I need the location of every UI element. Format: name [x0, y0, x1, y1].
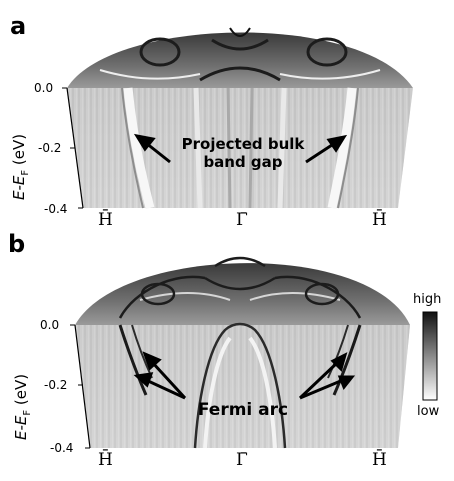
panel-a-annotation-line-1: Projected bulk — [181, 135, 305, 153]
colorbar — [422, 311, 438, 401]
panel-a-kpoint-left: H̄ — [98, 210, 113, 230]
panel-b-kpoint-center: Γ̄ — [236, 450, 248, 470]
panel-a-band-edges — [121, 87, 359, 210]
panel-a-annotation-line-2: band gap — [203, 153, 283, 171]
panel-b-tick-0: 0.0 — [40, 318, 60, 332]
panel-b-arrows — [133, 351, 356, 400]
panel-a-plot — [62, 27, 413, 210]
panel-b-y-axis — [74, 324, 91, 449]
panel-a-kpoint-center: Γ̄ — [236, 210, 248, 230]
panel-a-letter: a — [10, 12, 27, 40]
panel-b-y-label: E-EF (eV) — [12, 373, 33, 440]
panel-b-tick-1: -0.2 — [44, 378, 68, 392]
panel-b-dome-features — [118, 256, 362, 319]
panel-b-letter: b — [8, 230, 26, 258]
panel-b-annotation: Fermi arc — [197, 400, 289, 420]
colorbar-low-label: low — [417, 404, 440, 419]
panel-b-y-ticks — [70, 324, 90, 449]
panel-b-kpoint-right: H̄ — [372, 450, 387, 470]
colorbar-high-label: high — [413, 292, 442, 307]
panel-a-fermi-dome — [67, 32, 413, 88]
panel-b-plot — [70, 256, 410, 449]
panel-b-dispersions — [118, 322, 362, 449]
panel-a-annotation: Projected bulk band gap — [158, 135, 328, 171]
panel-a-arrows — [133, 133, 348, 164]
panel-a-tick-2: -0.4 — [44, 202, 68, 216]
panel-a-tick-0: 0.0 — [34, 81, 54, 95]
panel-a-kpoint-right: H̄ — [372, 210, 387, 230]
panel-a-y-ticks — [62, 87, 83, 209]
panel-a-y-label: E-EF (eV) — [10, 133, 31, 200]
panel-b-tick-2: -0.4 — [50, 441, 74, 455]
panel-b-kpoint-left: H̄ — [98, 450, 113, 470]
panel-a-dome-features — [99, 27, 381, 82]
panel-b-fermi-dome — [75, 263, 410, 325]
panel-a-tick-1: -0.2 — [38, 141, 62, 155]
